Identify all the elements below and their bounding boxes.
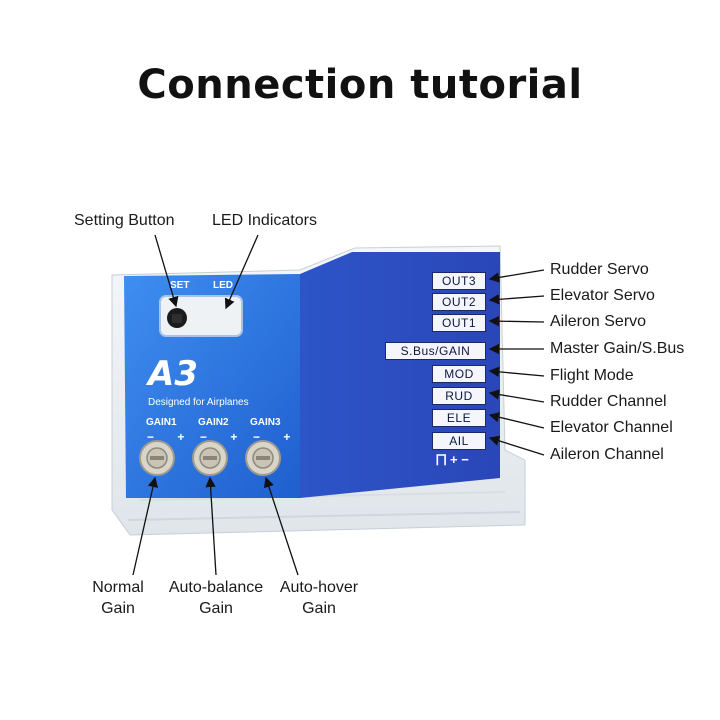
gain-knobs (139, 440, 281, 476)
port-mod: MOD (432, 365, 486, 383)
gain3-label: GAIN3 (250, 417, 281, 428)
port-out3: OUT3 (432, 272, 486, 290)
label-rudder-channel: Rudder Channel (550, 393, 667, 410)
label-auto-hover-line2: Gain (302, 600, 336, 617)
port-ail: AIL (432, 432, 486, 450)
port-out1: OUT1 (432, 314, 486, 332)
led-label: LED (213, 280, 233, 291)
port-out2: OUT2 (432, 293, 486, 311)
label-normal-gain-line2: Gain (101, 600, 135, 617)
port-sbus-gain: S.Bus/GAIN (385, 342, 486, 360)
label-aileron-servo: Aileron Servo (550, 313, 647, 330)
gain3-polarity: − + (253, 430, 301, 444)
port-rud: RUD (432, 387, 486, 405)
label-aileron-channel: Aileron Channel (550, 446, 664, 463)
gain2-polarity: − + (200, 430, 248, 444)
label-auto-balance-line1: Auto-balance (168, 579, 264, 596)
gain2-label: GAIN2 (198, 417, 229, 428)
gain1-polarity: − + (147, 430, 195, 444)
led-indicators-label: LED Indicators (212, 212, 317, 229)
label-auto-balance-gain: Auto-balance Gain (164, 577, 268, 619)
label-elevator-servo: Elevator Servo (550, 287, 655, 304)
label-auto-hover-gain: Auto-hover Gain (272, 577, 366, 619)
model-subtitle: Designed for Airplanes (148, 397, 249, 408)
label-normal-gain-line1: Normal (92, 579, 144, 596)
label-elevator-channel: Elevator Channel (550, 419, 673, 436)
label-flight-mode: Flight Mode (550, 367, 634, 384)
label-auto-hover-line1: Auto-hover (279, 579, 359, 596)
label-normal-gain: Normal Gain (78, 577, 158, 619)
pin-legend: ⨅ + − (436, 452, 469, 467)
label-master-gain-sbus: Master Gain/S.Bus (550, 340, 685, 357)
setting-button-label: Setting Button (74, 212, 175, 229)
label-auto-balance-line2: Gain (199, 600, 233, 617)
page-title: Connection tutorial (137, 62, 583, 108)
port-ele: ELE (432, 409, 486, 427)
gain1-label: GAIN1 (146, 417, 177, 428)
label-rudder-servo: Rudder Servo (550, 261, 649, 278)
set-label: SET (170, 280, 190, 291)
model-name: A3 (148, 354, 198, 394)
